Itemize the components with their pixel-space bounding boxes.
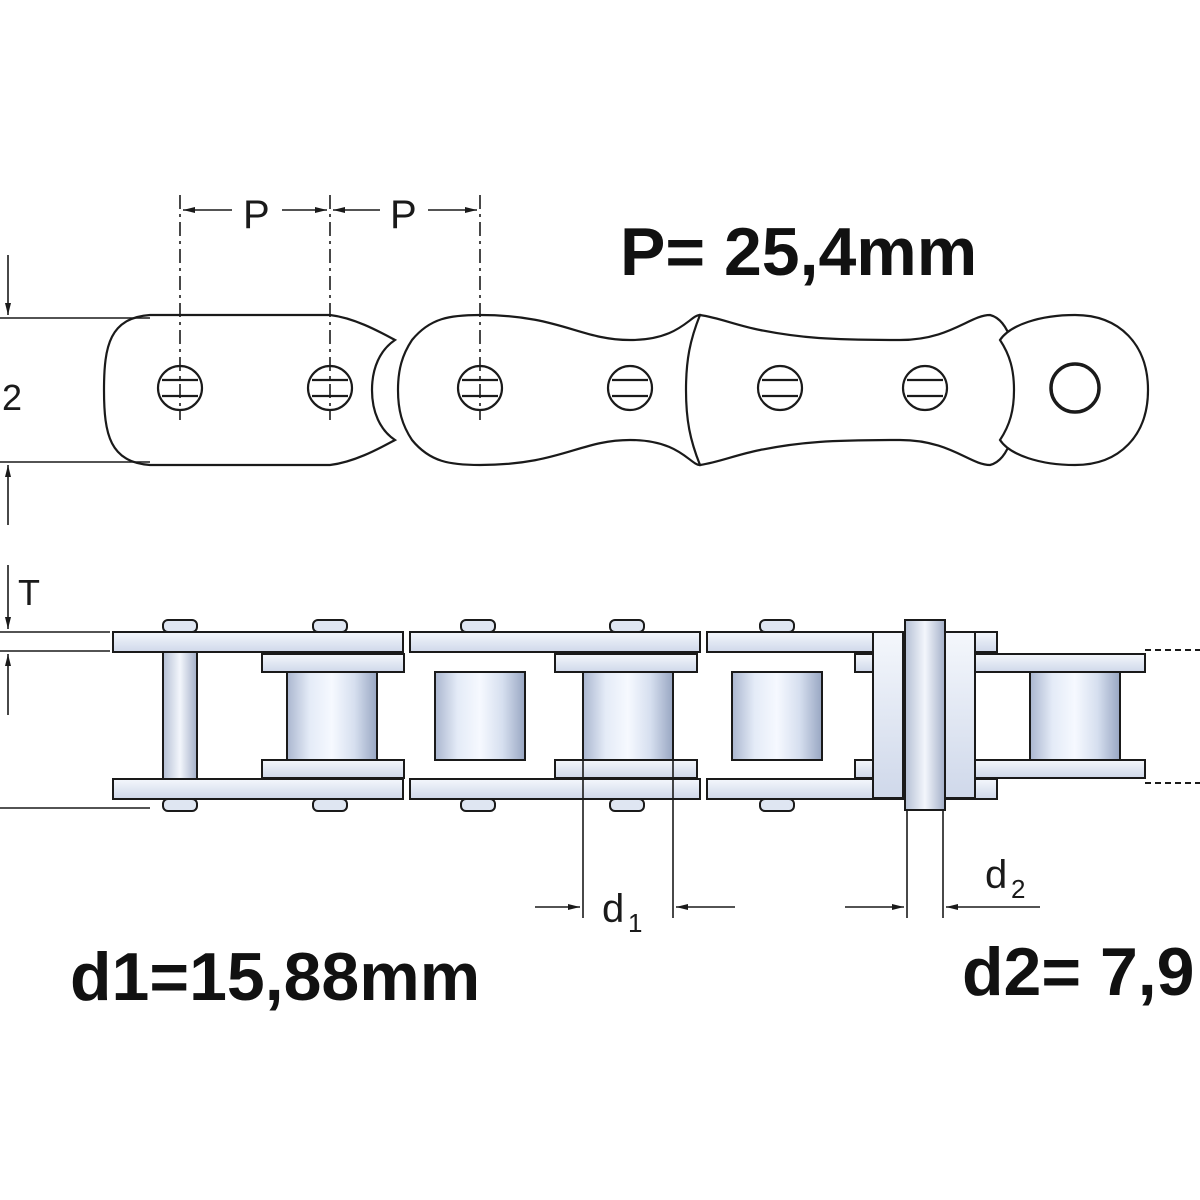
rollers [286, 671, 1121, 761]
roller-diameter-sub: 1 [628, 908, 642, 938]
roller-diameter-label: d [602, 887, 624, 931]
chain-link-2 [396, 313, 702, 467]
roller-diameter-dimension [535, 760, 735, 918]
pin-diameter-dimension [845, 810, 1040, 918]
pin-diameter-sub: 2 [1011, 874, 1025, 904]
spec-pin-diameter: d2= 7,9 [962, 934, 1195, 1010]
pitch-label-2: P [390, 193, 417, 237]
roller-4 [731, 671, 823, 761]
connecting-pin [904, 619, 946, 811]
thickness-label: T [18, 572, 40, 613]
chain-link-1 [102, 313, 398, 467]
connecting-link [872, 619, 976, 811]
pin-heads [162, 619, 795, 812]
spec-roller-diameter: d1=15,88mm [70, 939, 480, 1015]
thickness-dimension [0, 565, 150, 809]
chain-link-3 [684, 313, 1020, 467]
roller-3 [582, 671, 674, 761]
height-dimension [0, 255, 150, 525]
roller-5 [1029, 671, 1121, 761]
end-pin [162, 649, 198, 781]
height-label-sub: 2 [2, 377, 22, 418]
chain-top-view [112, 619, 1200, 812]
chain-side-view [102, 313, 1150, 467]
pitch-label-1: P [243, 193, 270, 237]
pitch-dimension [179, 195, 481, 420]
pin-diameter-label: d [985, 853, 1007, 897]
spec-pitch: P= 25,4mm [620, 214, 977, 290]
roller-2 [434, 671, 526, 761]
inner-plates [261, 653, 1146, 779]
roller-1 [286, 671, 378, 761]
